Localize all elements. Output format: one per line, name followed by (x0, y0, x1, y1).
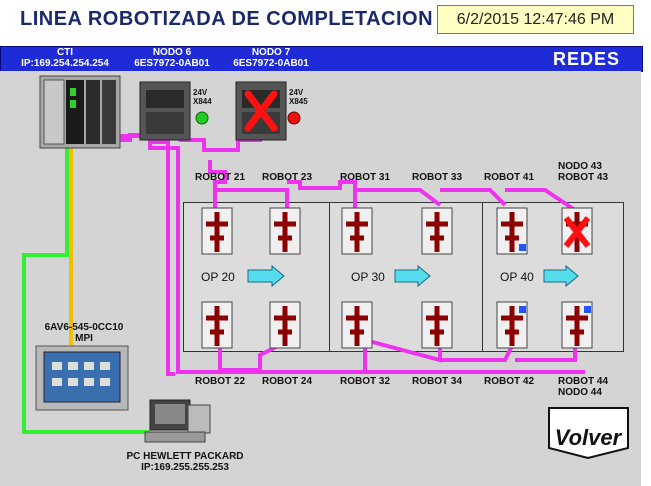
cti-label: CTI IP:169.254.254.254 (6, 47, 124, 69)
node-44-label: NODO 44 (558, 387, 602, 398)
back-button-label: Volver (554, 425, 622, 450)
robot-43-label[interactable]: NODO 43 ROBOT 43 (558, 161, 608, 183)
robot-33-icon (421, 207, 453, 255)
page-title: LINEA ROBOTIZADA DE COMPLETACION (20, 8, 434, 30)
cti-rack (39, 75, 121, 149)
node7-fault-icon (244, 90, 278, 132)
robot-42-label[interactable]: ROBOT 42 (484, 376, 535, 387)
robot-23-label[interactable]: ROBOT 23 (262, 172, 313, 183)
robot-34-icon (421, 301, 453, 349)
node6-module-label: 24V X844 (193, 88, 212, 106)
mpi-line (22, 145, 150, 434)
robot-41-icon (496, 207, 528, 255)
op30-label: OP 30 (351, 270, 385, 284)
node6-part: 6ES7972-0AB01 (134, 58, 210, 69)
robot-43-name: ROBOT 43 (558, 172, 609, 183)
robot-31-icon (341, 207, 373, 255)
node7-voltage: 24V (289, 88, 304, 97)
robot-34-label[interactable]: ROBOT 34 (412, 376, 463, 387)
pc-label: PC HEWLETT PACKARD IP:169.255.255.253 (115, 451, 255, 473)
op30-arrow-icon (394, 264, 431, 288)
node7-status-icon (287, 111, 301, 125)
hmi-panel (35, 345, 129, 411)
op20-label: OP 20 (201, 270, 235, 284)
node7-part: 6ES7972-0AB01 (233, 58, 309, 69)
robot-21-label[interactable]: ROBOT 21 (195, 172, 246, 183)
robot-32-icon (341, 301, 373, 349)
node6-code: X844 (193, 97, 212, 106)
robot-24-label[interactable]: ROBOT 24 (262, 376, 313, 387)
robot-22-label[interactable]: ROBOT 22 (195, 376, 246, 387)
flow-arrow-icons (247, 264, 579, 288)
header-bar: CTI IP:169.254.254.254 NODO 6 6ES7972-0A… (0, 46, 643, 72)
robot-21-icon (201, 207, 233, 255)
robot-33-label[interactable]: ROBOT 33 (412, 172, 463, 183)
robot-22-icon (201, 301, 233, 349)
cti-ip: IP:169.254.254.254 (21, 58, 109, 69)
robot-44-label[interactable]: ROBOT 44 NODO 44 (558, 376, 608, 398)
node-43-label: NODO 43 (558, 161, 602, 172)
op40-arrow-icon (543, 264, 579, 288)
robot-23-icon (269, 207, 301, 255)
hmi-label: 6AV6-545-0CC10 MPI (38, 322, 130, 344)
node7-label: NODO 7 6ES7972-0AB01 (225, 47, 317, 69)
node6-voltage: 24V (193, 88, 208, 97)
robot-44-icon (561, 301, 593, 349)
robot-43-fault-icon (561, 207, 593, 255)
robot-42-icon (496, 301, 528, 349)
robot-32-label[interactable]: ROBOT 32 (340, 376, 391, 387)
back-button-shape (548, 407, 629, 460)
robot-41-label[interactable]: ROBOT 41 (484, 172, 535, 183)
node6-status-icon (195, 111, 209, 125)
network-section-title: REDES (552, 49, 620, 69)
robot-24-icon (269, 301, 301, 349)
op20-arrow-icon (247, 264, 285, 288)
robot-icons (201, 207, 593, 349)
node6-module (139, 81, 209, 141)
node7-module-label: 24V X845 (289, 88, 308, 106)
hmi-protocol: MPI (75, 333, 93, 344)
node7-module (235, 81, 301, 141)
robot-44-name: ROBOT 44 (558, 376, 609, 387)
pc-name: PC HEWLETT PACKARD (126, 451, 244, 462)
datetime-display: 6/2/2015 12:47:46 PM (437, 5, 634, 34)
op40-label: OP 40 (500, 270, 534, 284)
node7-code: X845 (289, 97, 308, 106)
node6-name: NODO 6 (152, 47, 192, 58)
cti-name: CTI (56, 47, 74, 58)
node6-label: NODO 6 6ES7972-0AB01 (126, 47, 218, 69)
pc-ip: IP:169.255.255.253 (141, 462, 229, 473)
hmi-model: 6AV6-545-0CC10 (44, 322, 124, 333)
pc-icon (144, 399, 211, 443)
node7-name: NODO 7 (251, 47, 291, 58)
robot-31-label[interactable]: ROBOT 31 (340, 172, 391, 183)
